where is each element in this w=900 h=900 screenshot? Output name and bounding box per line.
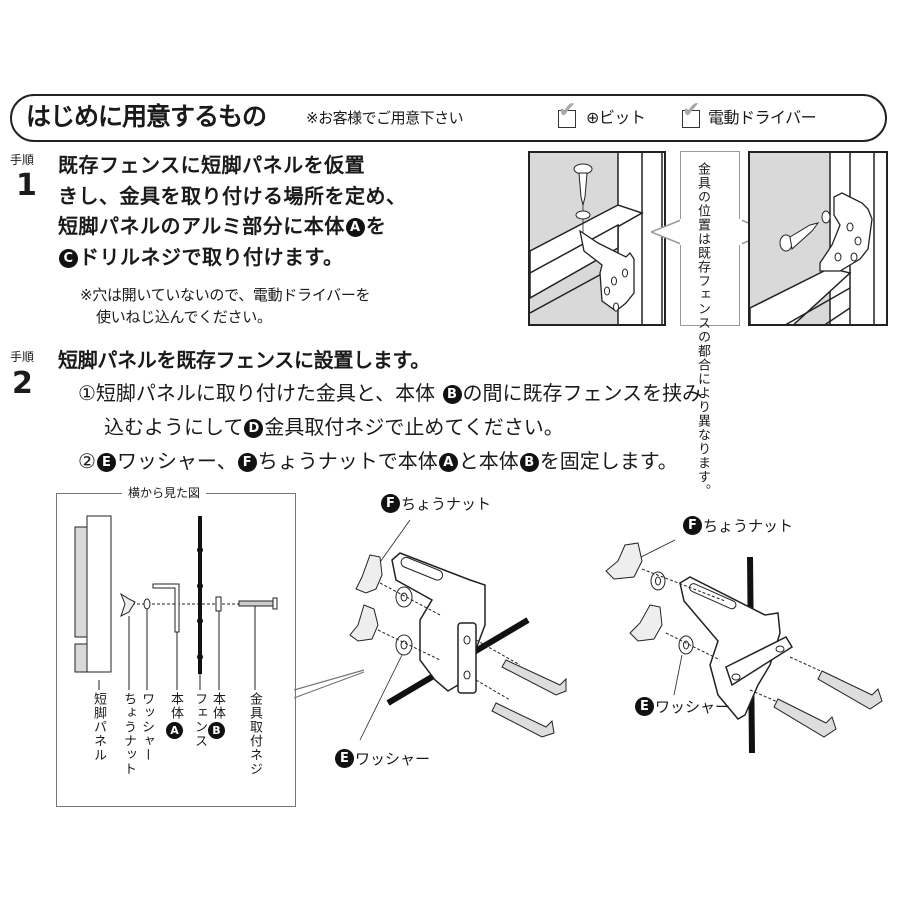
badge-a: A xyxy=(438,453,458,472)
badge-d: D xyxy=(244,419,264,438)
prep-title: はじめに用意するもの xyxy=(26,102,267,131)
badge-e: E xyxy=(635,697,654,716)
step1-line: 既存フェンスに短脚パネルを仮置 xyxy=(58,153,366,177)
item-label-bit: ⊕ビット xyxy=(586,108,646,127)
step2-number: 2 xyxy=(12,366,33,401)
illustration-horizontal-mount xyxy=(748,151,888,326)
step1-line: きし、金具を取り付ける場所を定め、 xyxy=(58,183,407,208)
label-body-b: 本体 B xyxy=(208,692,225,739)
label-fence: フェンス xyxy=(192,692,207,748)
prep-box xyxy=(10,94,887,142)
badge-b: B xyxy=(519,453,539,472)
step1-instructions: 既存フェンスに短脚パネルを仮置 きし、金具を取り付ける場所を定め、 短脚パネルの… xyxy=(58,150,407,272)
diagram-vertical-fence xyxy=(590,505,900,775)
label-body-a: 本体 A xyxy=(166,692,183,739)
illustration-vertical-mount xyxy=(528,151,666,326)
check-icon: ✔ xyxy=(682,98,701,123)
badge-f: F xyxy=(683,516,702,535)
label-wing-nut: ちょうナット xyxy=(121,692,136,776)
item-label-driver: 電動ドライバー xyxy=(708,108,817,127)
step2-tag: 手順 xyxy=(10,350,35,364)
badge-b: B xyxy=(208,722,225,739)
side-view-panel xyxy=(56,493,296,807)
badge-e: E xyxy=(335,749,354,768)
step1-note: ※穴は開いていないので、電動ドライバーを 使いねじ込んでください。 xyxy=(80,286,371,326)
zoom-connector xyxy=(294,669,365,699)
badge-c: C xyxy=(59,248,78,268)
label-washer: ワッシャー xyxy=(139,692,154,762)
badge-b: B xyxy=(442,385,462,404)
badge-e: E xyxy=(96,453,116,472)
check-icon: ✔ xyxy=(558,98,577,123)
step1-number: 1 xyxy=(16,168,37,203)
diagram-horizontal-fence xyxy=(320,485,580,775)
label-short-panel: 短脚パネル xyxy=(91,692,106,762)
badge-a: A xyxy=(345,218,365,237)
badge-a: A xyxy=(166,722,183,739)
prep-note: ※お客様でご用意下さい xyxy=(306,109,464,127)
step2-title: 短脚パネルを既存フェンスに設置します。 xyxy=(58,348,430,372)
side-view-title: 横から見た図 xyxy=(122,486,207,500)
callout-text: 金具の位置は既存フェンスの都合により異なります。 xyxy=(695,162,710,498)
checkbox-bit[interactable] xyxy=(558,110,576,128)
checkbox-driver[interactable] xyxy=(682,110,700,128)
badge-f: F xyxy=(237,453,257,472)
step1-tag: 手順 xyxy=(10,153,35,167)
badge-f: F xyxy=(381,494,400,513)
label-mount-screw: 金具取付ネジ xyxy=(247,692,262,776)
